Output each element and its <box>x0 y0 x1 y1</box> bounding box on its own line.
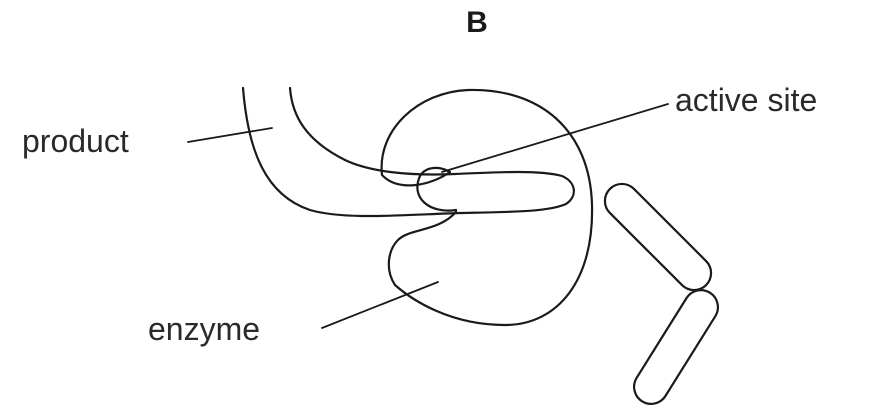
diagram-title: B <box>466 6 488 39</box>
enzyme-label: enzyme <box>148 311 260 347</box>
enzyme-leader-line <box>322 282 438 328</box>
active-site-label: active site <box>675 82 817 118</box>
active-site-leader-line <box>442 104 668 172</box>
product-leader-line <box>188 128 272 142</box>
released-product-piece-lower <box>628 284 725 411</box>
released-product-piece-upper <box>598 177 718 297</box>
enzyme-shape <box>382 90 592 325</box>
product-shape <box>243 88 574 216</box>
product-label: product <box>22 123 129 159</box>
